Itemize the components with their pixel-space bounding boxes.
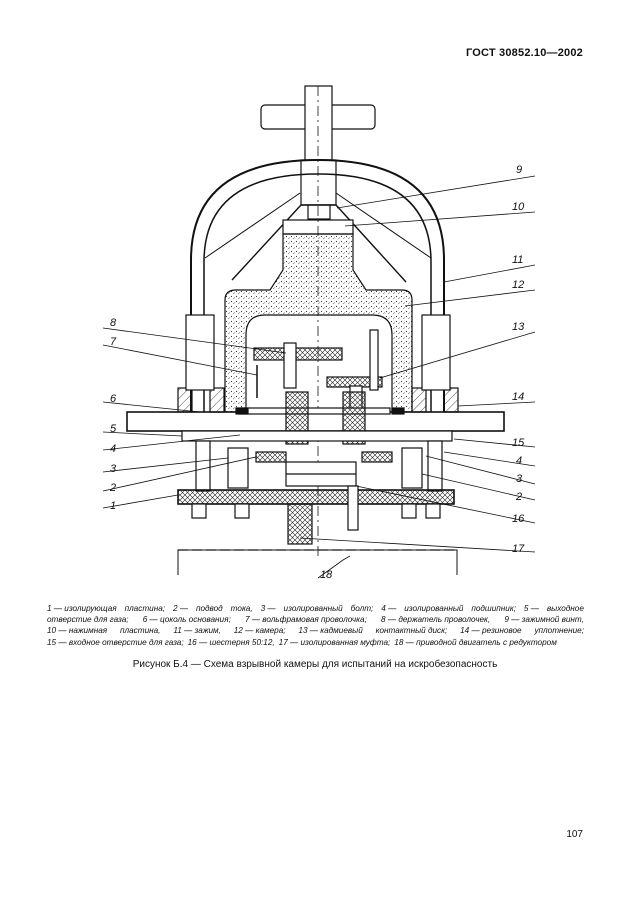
standard-header: ГОСТ 30852.10—2002	[465, 47, 583, 59]
callout-10: 10	[512, 201, 525, 213]
callout-6: 6	[110, 393, 117, 405]
page-number: 107	[566, 829, 583, 840]
callout-13: 13	[512, 321, 525, 333]
callout-15: 15	[512, 437, 525, 449]
callout-2-left: 2	[109, 482, 116, 494]
callout-16: 16	[512, 513, 525, 525]
callout-9: 9	[516, 164, 522, 176]
callout-7: 7	[110, 336, 117, 348]
legend-line: 15 — входное отверстие для газа; 16 — ше…	[47, 637, 557, 647]
callout-18: 18	[320, 569, 333, 581]
callout-14: 14	[512, 391, 524, 403]
callout-1: 1	[110, 500, 116, 512]
callout-2-right: 2	[515, 491, 522, 503]
legend-line: 1 — изолирующая пластина; 2 — подвод ток…	[47, 604, 584, 613]
figure-legend: 1 — изолирующая пластина; 2 — подвод ток…	[47, 603, 584, 648]
callout-11: 11	[512, 254, 523, 266]
callout-3-right: 3	[516, 473, 523, 485]
legend-line: отверстие для газа; 6 — цоколь основания…	[47, 615, 584, 625]
callout-17: 17	[512, 543, 525, 555]
explosion-chamber-drawing: 9 10 11 12 13 14 15 4 3 2 16 17 18 8 7 6…	[102, 85, 536, 581]
callout-12: 12	[512, 279, 524, 291]
figure-caption: Рисунок Б.4 — Схема взрывной камеры для …	[132, 659, 498, 670]
callout-3-left: 3	[110, 463, 117, 475]
callout-4-left: 4	[110, 443, 116, 455]
callout-8: 8	[110, 317, 117, 329]
legend-line: 10 — нажимная пластина, 11 — зажим, 12 —…	[47, 626, 584, 636]
callout-5: 5	[110, 423, 117, 435]
callout-4-right: 4	[516, 455, 522, 467]
